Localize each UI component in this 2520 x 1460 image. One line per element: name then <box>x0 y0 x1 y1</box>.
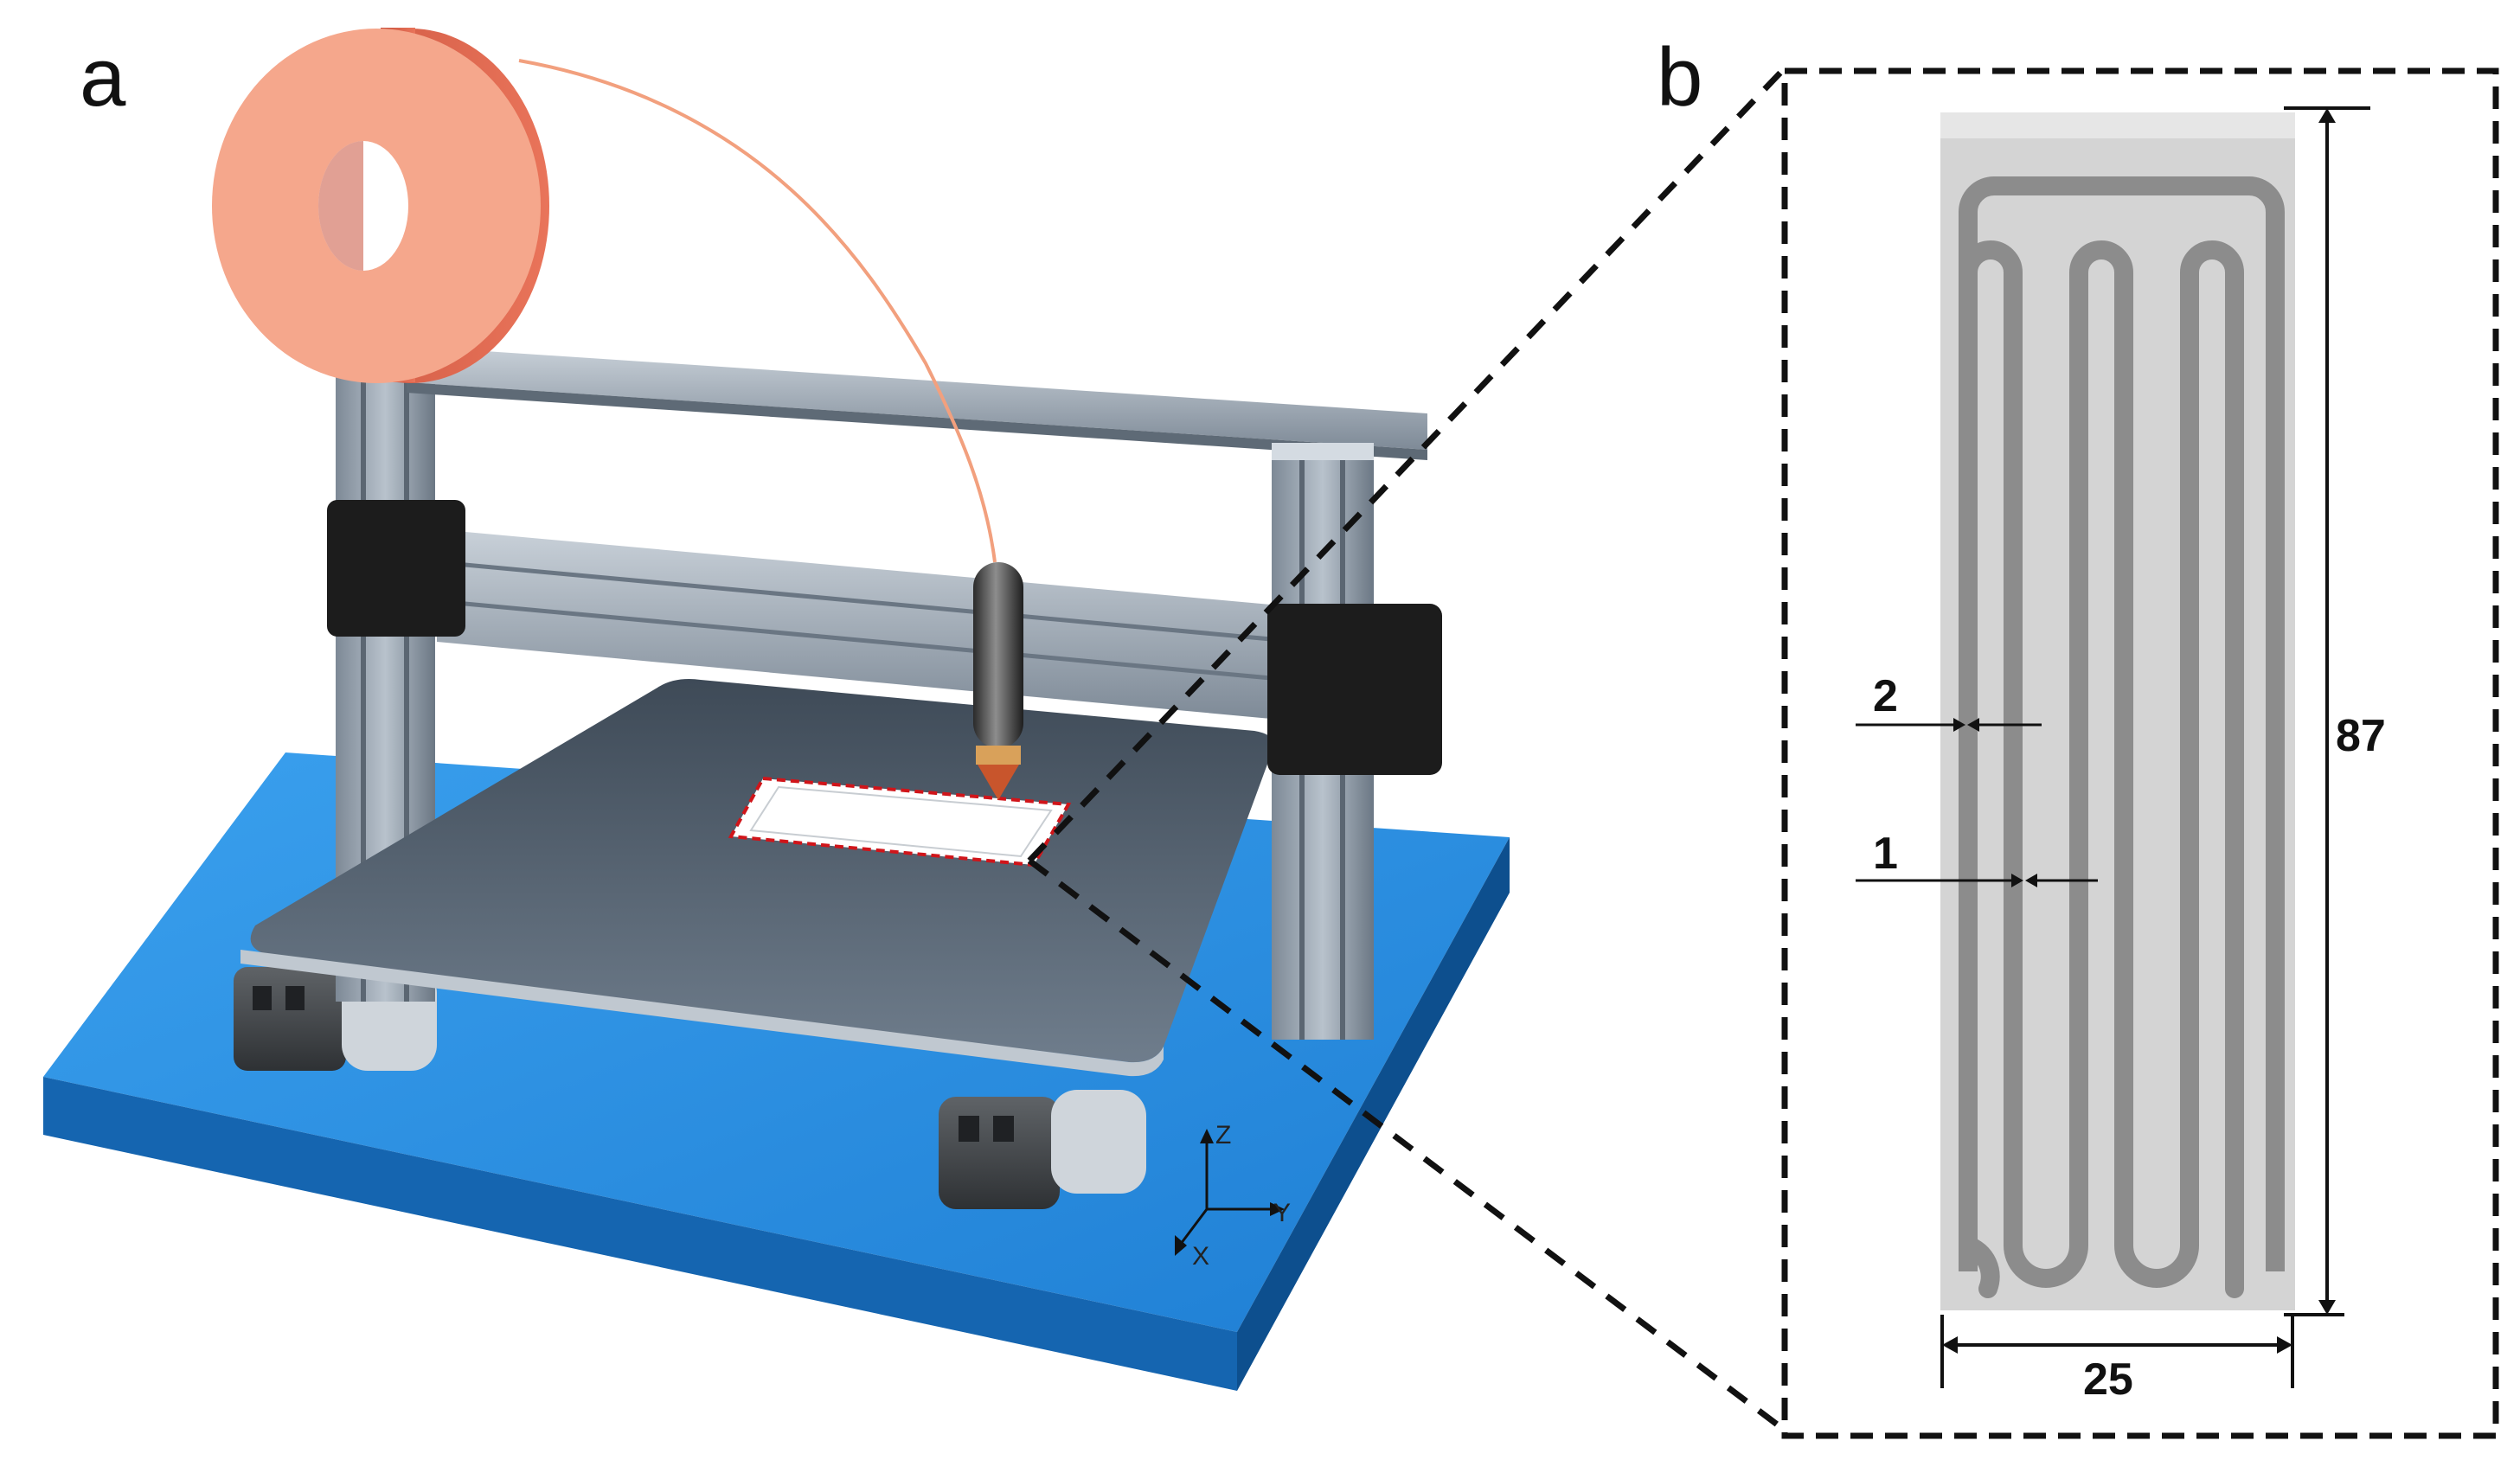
frame-top-bar <box>407 346 1427 460</box>
gantry-bar <box>436 529 1281 720</box>
zoom-connector <box>1027 68 1789 1434</box>
extruder-nozzle <box>973 562 1023 800</box>
length-dimension <box>2284 106 2370 1316</box>
width-label: 25 <box>2083 1354 2133 1405</box>
panel-a-label: a <box>80 31 126 124</box>
trace-width-label: 2 <box>1873 671 1898 721</box>
trace-width-dimension <box>1856 718 2042 732</box>
filament-strand <box>518 59 997 563</box>
axis-label-x: X <box>1192 1242 1209 1271</box>
trace-gap-dimension <box>1856 874 2098 887</box>
trace-gap-label: 1 <box>1873 829 1898 879</box>
length-label: 87 <box>2336 711 2386 761</box>
axis-label-z: Z <box>1215 1121 1231 1149</box>
panel-a: a <box>43 28 1510 1391</box>
heater-trace <box>1959 240 2244 1298</box>
frame-clamp-left <box>327 500 465 637</box>
coordinate-axes <box>1175 1129 1285 1256</box>
axis-label-y: Y <box>1273 1199 1291 1227</box>
frame-clamp-right <box>1267 604 1442 775</box>
panel-b: b 87 25 <box>1657 31 2499 1439</box>
panel-b-label: b <box>1657 31 1702 124</box>
width-dimension <box>1940 1315 2294 1388</box>
filament-spool <box>212 28 549 383</box>
bed-foot-right <box>939 1090 1146 1209</box>
print-bed <box>240 679 1274 1077</box>
